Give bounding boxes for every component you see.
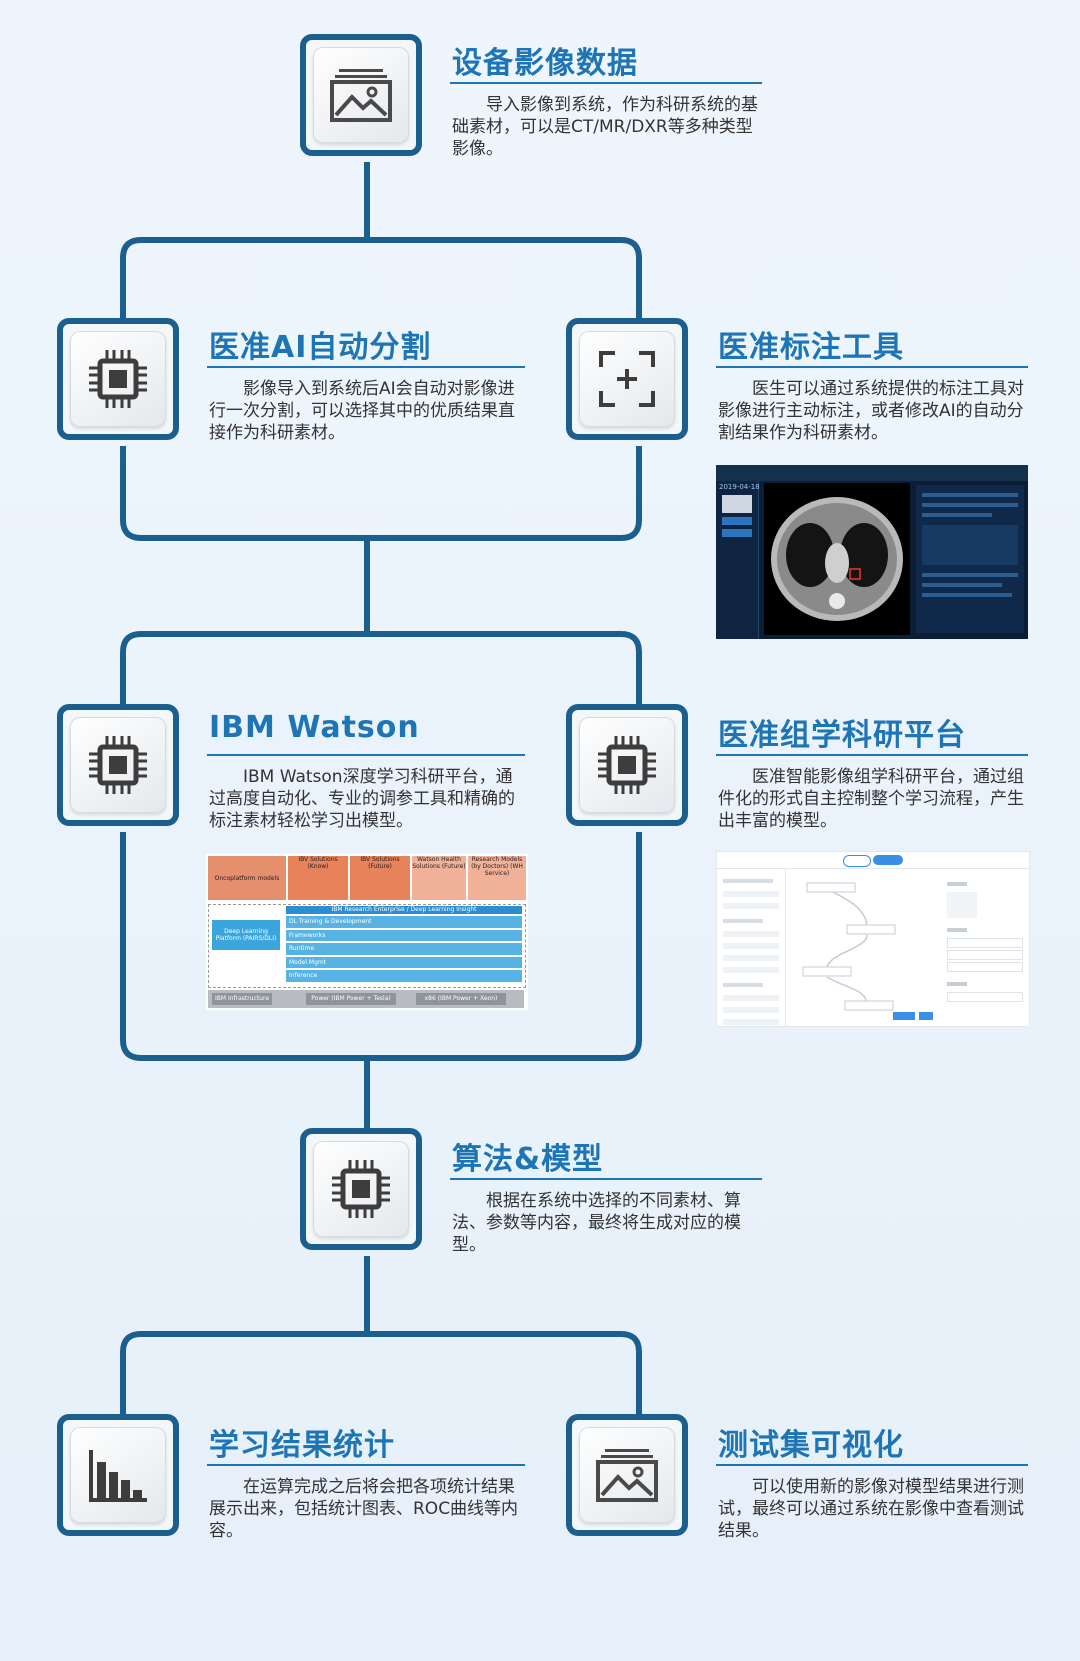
test-visualization-title: 测试集可视化 <box>718 1428 904 1463</box>
wa-dl-platform: Deep Learning Platform (PAIRS/DLI) <box>212 920 280 950</box>
ai-segmentation-title: 医准AI自动分割 <box>209 330 432 365</box>
ct-viewer-series-panel: 2019-04-18 <box>716 481 760 639</box>
focus-plus-icon <box>599 351 655 407</box>
chip-icon <box>89 350 147 408</box>
algorithm-model-title: 算法&模型 <box>452 1142 604 1177</box>
result-stats-rule <box>207 1464 525 1466</box>
ai-segmentation-rule <box>207 366 525 368</box>
wa-bottom2: x86 (IBM Power + Xeon) <box>416 993 506 1005</box>
chip-icon <box>332 1160 390 1218</box>
algorithm-model-desc: 根据在系统中选择的不同素材、算法、参数等内容，最终将生成对应的模型。 <box>452 1191 741 1255</box>
ibm-watson-desc: IBM Watson深度学习科研平台，通过高度自动化、专业的调参工具和精确的标注… <box>209 767 515 831</box>
ibm-watson-title: IBM Watson <box>209 710 420 745</box>
chip-icon <box>598 736 656 794</box>
ibm-watson-icon-box <box>57 704 179 826</box>
imaging-data-rule <box>450 82 762 84</box>
imaging-data-title: 设备影像数据 <box>452 46 638 81</box>
result-stats-title: 学习结果统计 <box>209 1428 395 1463</box>
image-icon <box>330 69 392 122</box>
pipeline-editor-screenshot <box>716 851 1030 1027</box>
annotation-tool-icon-box <box>566 318 688 440</box>
bar-chart-icon <box>89 1450 147 1502</box>
wa-row: Runtime <box>286 943 522 955</box>
imaging-data-icon-box <box>300 34 422 156</box>
ct-viewer-toolbar <box>716 465 1028 481</box>
result-stats-desc: 在运算完成之后将会把各项统计结果展示出来，包括统计图表、ROC曲线等内容。 <box>209 1477 519 1541</box>
ct-scan-image <box>764 483 910 635</box>
pipeline-graph <box>802 882 896 1011</box>
radiomics-platform-title: 医准组学科研平台 <box>718 718 966 753</box>
radiomics-platform-icon-box <box>566 704 688 826</box>
image-icon <box>596 1449 658 1502</box>
ct-viewer-screenshot: 2019-04-18 <box>716 465 1028 639</box>
wa-col1: IBV Solutions (Know) <box>288 856 348 900</box>
wa-infra: IBM Infrastructure <box>212 993 272 1005</box>
wa-oncoplatform: Oncoplatform models <box>208 856 286 900</box>
ct-viewer-date: 2019-04-18 <box>719 483 760 491</box>
wa-row: Model Mgmt <box>286 956 522 969</box>
chip-icon <box>89 736 147 794</box>
test-visualization-desc: 可以使用新的影像对模型结果进行测试，最终可以通过系统在影像中查看测试结果。 <box>718 1477 1024 1541</box>
ct-viewer-info-panel <box>916 485 1024 633</box>
annotation-tool-rule <box>716 366 1028 368</box>
algorithm-model-rule <box>450 1178 762 1180</box>
wa-row: Frameworks <box>286 929 522 942</box>
wa-col2: IBV Solutions (Future) <box>350 856 410 900</box>
radiomics-platform-rule <box>716 754 1028 756</box>
watson-architecture-diagram: Oncoplatform models IBV Solutions (Know)… <box>206 854 528 1010</box>
annotation-tool-title: 医准标注工具 <box>718 330 904 365</box>
wa-col3: Watson Health Solutions (Future) <box>412 856 466 900</box>
wa-bottom1: Power (IBM Power + Tesla) <box>306 993 396 1005</box>
wa-band: IBM Research Enterprise / Deep Learning … <box>286 906 522 914</box>
ai-segmentation-icon-box <box>57 318 179 440</box>
result-stats-icon-box <box>57 1414 179 1536</box>
test-visualization-icon-box <box>566 1414 688 1536</box>
wa-col4: Research Models (by Doctors) (WH Service… <box>468 856 526 900</box>
ibm-watson-rule <box>207 754 525 756</box>
radiomics-platform-desc: 医准智能影像组学科研平台，通过组件化的形式自主控制整个学习流程，产生出丰富的模型… <box>718 767 1024 831</box>
wa-row: DL Training & Development <box>286 916 522 928</box>
ai-segmentation-desc: 影像导入到系统后AI会自动对影像进行一次分割，可以选择其中的优质结果直接作为科研… <box>209 379 515 443</box>
algorithm-model-icon-box <box>300 1128 422 1250</box>
annotation-tool-desc: 医生可以通过系统提供的标注工具对影像进行主动标注，或者修改AI的自动分割结果作为… <box>718 379 1024 443</box>
test-visualization-rule <box>716 1464 1028 1466</box>
wa-row: Inference <box>286 970 522 982</box>
imaging-data-desc: 导入影像到系统，作为科研系统的基础素材，可以是CT/MR/DXR等多种类型影像。 <box>452 95 758 159</box>
